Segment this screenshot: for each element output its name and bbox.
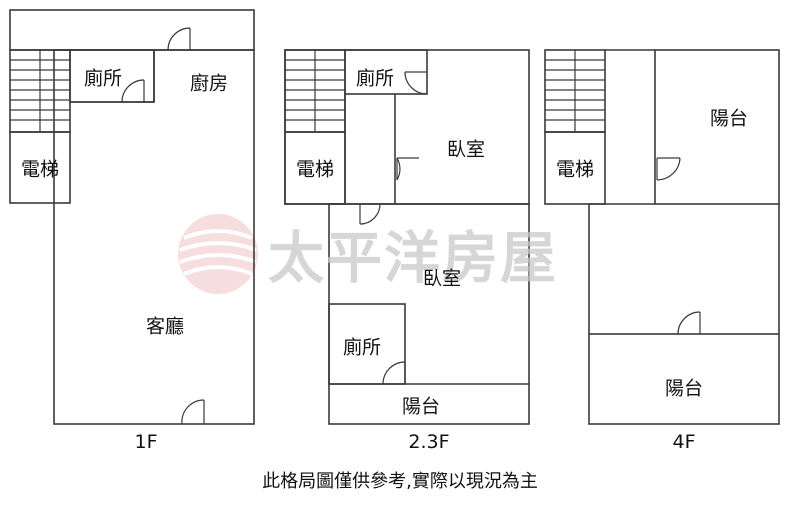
- disclaimer-note: 此格局圖僅供參考,實際以現況為主: [262, 471, 538, 492]
- room-label-living: 客廳: [145, 315, 185, 338]
- floor-4f-plan: [544, 49, 780, 425]
- floor-4f-balcony-bottom: [588, 333, 780, 425]
- watermark-text: 太平洋房屋: [268, 226, 558, 292]
- door-icon: [121, 79, 145, 103]
- room-label-toilet: 廁所: [83, 67, 123, 90]
- door-icon: [382, 361, 406, 385]
- floor-1f-top-block: [9, 9, 255, 51]
- pacific-logo-icon: [178, 214, 258, 294]
- room-label-balcony: 陽台: [401, 395, 441, 418]
- room-label-toilet: 廁所: [355, 67, 395, 90]
- door-icon: [404, 71, 428, 95]
- room-label-elevator: 電梯: [555, 158, 595, 181]
- room-label-elevator: 電梯: [295, 158, 335, 181]
- floor-4f-balcony-top: [654, 49, 780, 205]
- room-label-elevator: 電梯: [20, 158, 60, 181]
- door-icon: [167, 27, 191, 51]
- floor-title-1f: 1F: [134, 431, 158, 453]
- room-label-bedroom: 臥室: [422, 267, 462, 290]
- room-label-balcony: 陽台: [709, 107, 749, 130]
- room-label-balcony: 陽台: [664, 377, 704, 400]
- room-label-bedroom: 臥室: [446, 138, 486, 161]
- floor-23f-plan: [284, 49, 530, 425]
- floor-title-4f: 4F: [672, 431, 696, 453]
- floor-title-23f: 2.3F: [408, 431, 450, 453]
- room-label-kitchen: 廚房: [189, 72, 229, 95]
- door-icon: [359, 203, 381, 225]
- door-icon: [181, 399, 205, 425]
- door-icon: [677, 311, 701, 335]
- door-icon: [396, 157, 419, 181]
- door-icon: [656, 157, 681, 181]
- floor-1f-plan: [9, 9, 255, 425]
- room-label-toilet: 廁所: [342, 336, 382, 359]
